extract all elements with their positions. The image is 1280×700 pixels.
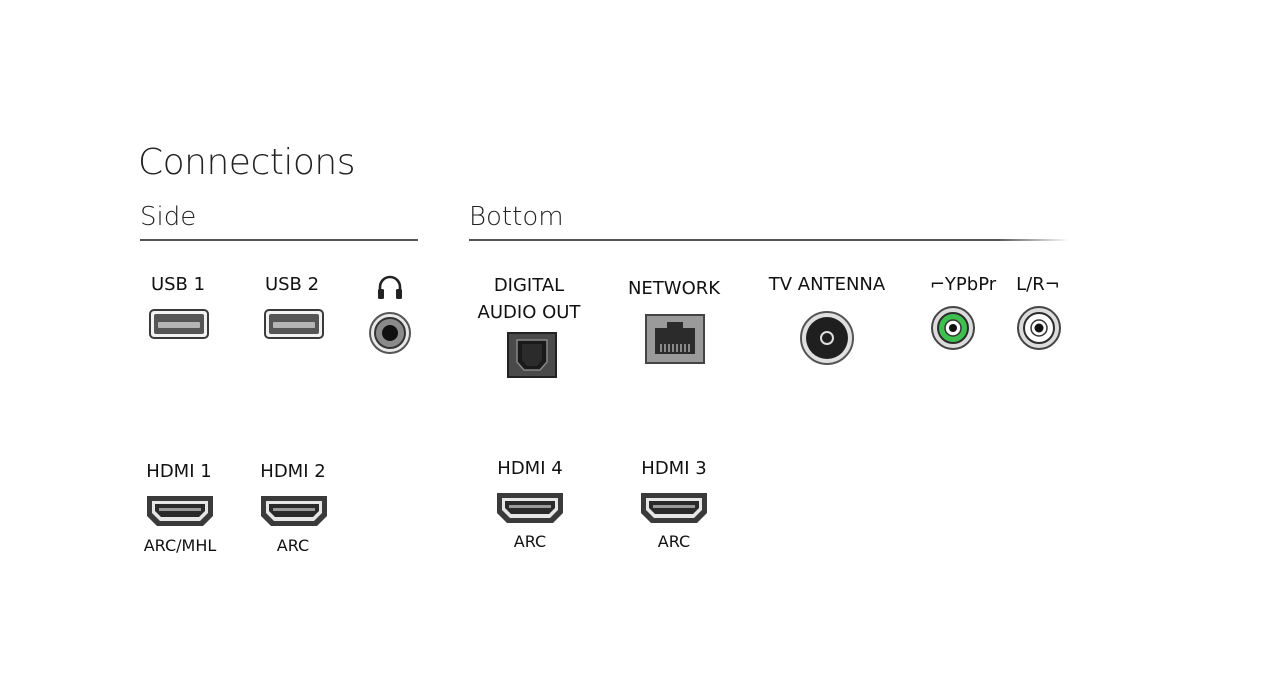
ypbpr-label: ⌐YPbPr <box>929 274 997 295</box>
hdmi-port-icon <box>641 493 707 523</box>
usb-port-icon <box>149 309 209 339</box>
hdmi2-sub-label: ARC <box>276 536 310 555</box>
hdmi1-sub-label: ARC/MHL <box>143 536 217 555</box>
usb-port-icon <box>264 309 324 339</box>
headphone-icon <box>378 275 402 299</box>
hdmi2-label: HDMI 2 <box>260 461 326 482</box>
hdmi3-sub-label: ARC <box>657 532 691 551</box>
bottom-divider <box>469 239 1069 241</box>
hdmi-port-icon <box>147 496 213 526</box>
hdmi3-label: HDMI 3 <box>641 458 707 479</box>
digital-audio-out-label-line1: DIGITAL <box>493 275 565 296</box>
hdmi4-sub-label: ARC <box>513 532 547 551</box>
usb1-label: USB 1 <box>150 274 206 295</box>
section-bottom-heading: Bottom <box>469 202 564 232</box>
optical-audio-port-icon <box>507 332 557 378</box>
page-title: Connections <box>138 142 355 183</box>
usb2-label: USB 2 <box>264 274 320 295</box>
section-side-heading: Side <box>140 202 197 232</box>
hdmi-port-icon <box>497 493 563 523</box>
tv-antenna-label: TV ANTENNA <box>768 274 886 295</box>
side-divider <box>140 239 418 241</box>
green-rca-jack-icon <box>931 306 975 350</box>
hdmi4-label: HDMI 4 <box>497 458 563 479</box>
hdmi-port-icon <box>261 496 327 526</box>
coax-antenna-port-icon <box>800 311 854 365</box>
headphone-jack-icon <box>369 312 411 354</box>
network-label: NETWORK <box>627 278 721 299</box>
lr-label: L/R¬ <box>1016 274 1060 295</box>
digital-audio-out-label: DIGITAL AUDIO OUT <box>462 272 596 326</box>
ethernet-port-icon <box>645 314 705 364</box>
digital-audio-out-label-line2: AUDIO OUT <box>477 302 581 323</box>
white-rca-jack-icon <box>1017 306 1061 350</box>
hdmi1-label: HDMI 1 <box>146 461 212 482</box>
